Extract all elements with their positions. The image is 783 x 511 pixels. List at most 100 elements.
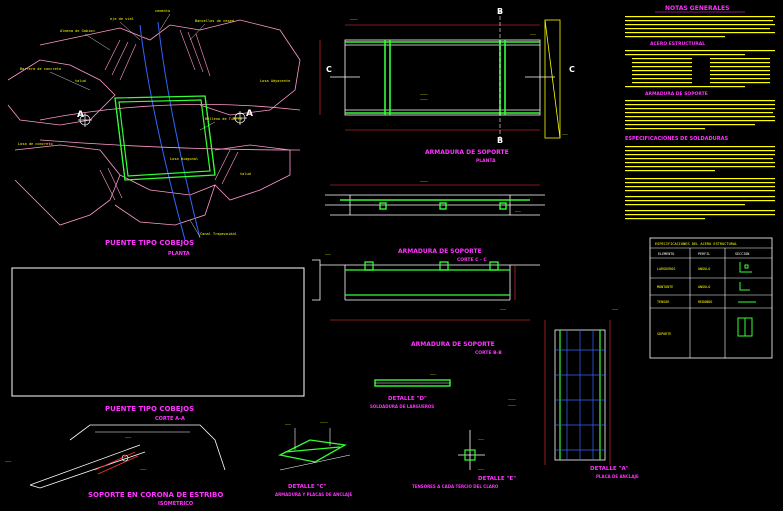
label-bancellos: Bancellos de cesed	[195, 19, 234, 23]
label-almena: Almena de Gabion	[60, 29, 95, 33]
section-a-right-label: A	[246, 109, 253, 119]
table-header-seccion: SECCION	[735, 252, 749, 256]
river-line-1	[139, 24, 186, 241]
detalle-a-subtitle: PLACA DE ANCLAJE	[596, 474, 639, 479]
table-section-sketches	[737, 262, 756, 337]
svg-text:———: ———	[478, 437, 484, 441]
label-canal: Canal Trapezoidal	[200, 232, 237, 236]
label-losa-adyacente: Losa Adyacente	[260, 79, 290, 83]
table-header-perfil: PERFIL	[698, 252, 710, 256]
table-row-3-perfil: REDONDO	[698, 300, 712, 304]
acero-title: ACERO ESTRUCTURAL	[650, 41, 705, 47]
section-a-title: PUENTE TIPO COBEJOS	[105, 405, 194, 413]
detalle-d-title: DETALLE "D"	[388, 396, 427, 402]
table-row-3-elemento: TENSOR	[657, 300, 670, 304]
leader-lines	[49, 13, 216, 238]
armadura-cc-subtitle: CORTE C - C	[457, 257, 487, 263]
terrain-outline-bottom-left	[14, 144, 121, 226]
svg-text:————: ————	[420, 179, 428, 183]
svg-text:———: ———	[562, 132, 568, 136]
table-row-4-elemento: SOPORTE	[657, 332, 671, 336]
table-row-2-elemento: MONTANTE	[657, 285, 673, 289]
mark-c-left: C	[326, 65, 332, 74]
svg-text:———: ———	[515, 209, 521, 213]
label-cemento: cemento	[155, 9, 170, 13]
road-line-1	[39, 103, 301, 121]
detalle-c-title: DETALLE "C"	[288, 484, 326, 490]
svg-text:———: ———	[430, 372, 436, 376]
road-line-2	[39, 139, 301, 151]
svg-text:———: ———	[478, 467, 484, 471]
mark-b-bottom: B	[497, 136, 503, 145]
table-title: ESPECIFICACIONES DEL ACERO ESTRUCTURAL	[655, 242, 737, 246]
label-talud: talud	[75, 79, 86, 83]
armadura-planta-title: ARMADURA DE SOPORTE	[425, 149, 509, 156]
terrain-outline-left	[7, 59, 116, 126]
mark-b-top: B	[497, 7, 503, 16]
crown-title: SOPORTE EN CORONA DE ESTRIBO	[88, 491, 223, 499]
table-header-elemento: ELEMENTO	[658, 252, 674, 256]
detalle-c-subtitle: ARMADURA Y PLACAS DE ANCLAJE	[275, 492, 353, 497]
table-row-2-perfil: ANGULO	[698, 285, 710, 289]
section-mark-a-left: A	[77, 110, 92, 127]
svg-text:————: ————	[420, 92, 428, 96]
svg-text:————: ————	[508, 403, 516, 407]
section-a-frame	[11, 267, 305, 397]
gabion-hatch	[99, 29, 239, 201]
detalle-e-title: DETALLE "E"	[478, 476, 516, 482]
label-losa-diagonal: Losa diagonal	[170, 157, 198, 161]
armadura-planta-members	[345, 40, 540, 115]
specs-title: ESPECIFICACIONES DE SOLDADURAS	[625, 136, 728, 142]
svg-text:————: ————	[320, 420, 328, 424]
armadura-bb-subtitle: CORTE B-B	[475, 350, 502, 356]
detalle-e-subtitle: TENSORES A CADA TERCIO DEL CLARO	[412, 484, 499, 489]
svg-text:———: ———	[530, 32, 536, 36]
terrain-outline-bottom	[114, 174, 216, 226]
mark-c-right: C	[569, 65, 575, 74]
label-talud-b: talud	[240, 172, 251, 176]
crown-subtitle: ISOMETRICO	[158, 501, 193, 507]
label-eje-vial: eje de vial	[110, 17, 134, 21]
section-a-subtitle: CORTE A-A	[155, 416, 185, 422]
detalle-d-subtitle: SOLDADURA DE LARGUEROS	[370, 404, 434, 409]
svg-text:————: ————	[420, 97, 428, 101]
table-row-1-elemento: LARGUEROS	[657, 267, 675, 271]
table-row-1-perfil: ANGULO	[698, 267, 710, 271]
svg-text:————: ————	[508, 397, 516, 401]
detalle-d-view: ——— DETALLE "D" SOLDADURA DE LARGUEROS	[370, 372, 451, 409]
label-relleno: Relleno de Tierra	[205, 117, 242, 121]
svg-text:———: ———	[612, 307, 618, 311]
svg-text:———: ———	[140, 467, 147, 471]
detalle-e-view: ——— ——— DETALLE "E" TENSORES A CADA TERCI…	[412, 430, 516, 489]
section-mark-a-right: A	[233, 109, 253, 125]
river-line-2	[157, 21, 201, 239]
bridge-deck	[114, 95, 216, 181]
armadura-cc-title: ARMADURA DE SOPORTE	[398, 248, 482, 255]
plan-view: A A eje de vial cemento Bancellos de ces…	[7, 9, 301, 257]
armadura-cc-view: ——————— ARMADURA DE SOPORTE CORTE C - C	[325, 179, 545, 263]
detalle-a-view: ——————————— DETALLE "A" PLACA DE ANCLAJE	[508, 307, 639, 479]
armadura-planta-subtitle: PLANTA	[476, 158, 496, 164]
armadura-bb-view: ——— ——— ARMADURA DE SOPORTE CORTE B-B	[312, 252, 540, 356]
svg-text:———: ———	[500, 307, 506, 311]
armadura-planta-view: B B C C ———————— —————— ———— ARMADURA DE…	[319, 7, 575, 164]
svg-text:————: ————	[350, 17, 358, 21]
detalle-c-view: ——————— DETALLE "C" ARMADURA Y PLACAS DE…	[275, 420, 353, 497]
svg-text:———: ———	[285, 422, 291, 426]
svg-text:———: ———	[325, 252, 331, 256]
notas-generales-block: NOTAS GENERALES ACERO ESTRUCTURAL ARMADU…	[625, 5, 775, 220]
armadura-bb-title: ARMADURA DE SOPORTE	[411, 341, 495, 348]
notas-text-lines	[625, 16, 775, 38]
terrain-outline-bottom-right	[214, 144, 291, 201]
crown-support-view: ——— ——— ——— SOPORTE EN CORONA DE ESTRIBO I…	[5, 424, 226, 507]
armadura-notes-title: ARMADURA DE SOPORTE	[645, 91, 708, 97]
svg-text:———: ———	[125, 435, 132, 439]
steel-spec-table: ESPECIFICACIONES DEL ACERO ESTRUCTURAL E…	[649, 237, 773, 359]
plan-subtitle: PLANTA	[168, 251, 190, 257]
terrain-outline-top	[39, 19, 301, 116]
detalle-a-grid	[555, 330, 605, 460]
notas-title: NOTAS GENERALES	[665, 5, 729, 12]
svg-text:———: ———	[5, 459, 12, 463]
